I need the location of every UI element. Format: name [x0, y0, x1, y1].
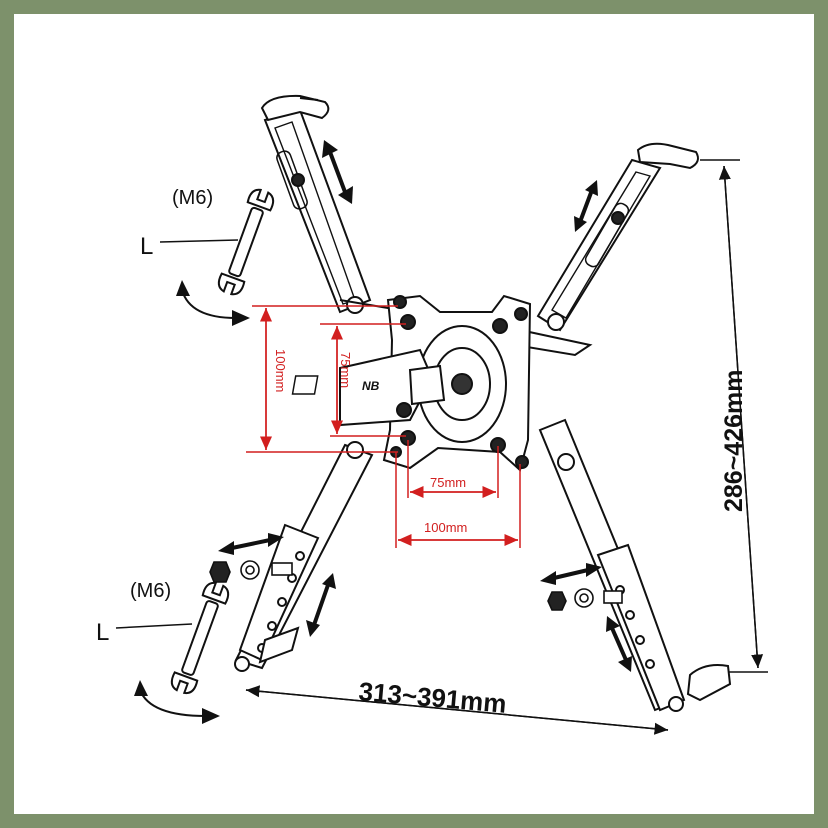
vesa-horizontal-small-label: 75mm	[430, 475, 466, 490]
arm-bottom-right	[538, 418, 732, 712]
wrench-size-bottom: (M6)	[130, 580, 171, 602]
wrench-icon	[217, 188, 275, 296]
brand-logo: NB	[291, 375, 380, 395]
wrench-label-top: L	[140, 233, 153, 260]
adjust-arrow-icon	[218, 533, 284, 555]
wrench-label-bottom: L	[96, 619, 109, 646]
vesa-horizontal-large-label: 100mm	[424, 520, 467, 535]
svg-text:NB: NB	[362, 379, 380, 393]
adjust-arrow-icon	[606, 616, 632, 672]
rotate-arrow-icon	[181, 289, 237, 319]
rotate-arrow-head	[202, 708, 220, 724]
adjust-arrow-icon	[574, 180, 598, 232]
adjust-arrow-icon	[540, 563, 602, 585]
wrench-icon	[170, 581, 230, 695]
arm-top-right	[513, 142, 699, 357]
leader-line	[115, 623, 193, 629]
vesa-vertical-small-label: 75mm	[338, 352, 353, 388]
width-dimension	[245, 685, 669, 735]
rotate-arrow-head	[176, 280, 190, 296]
bolt-icon	[547, 588, 623, 611]
vesa-vertical-large-label: 100mm	[273, 349, 288, 392]
adjust-arrow-icon	[306, 573, 336, 637]
vesa-plate	[339, 294, 532, 472]
wrench-size-top: (M6)	[172, 187, 213, 209]
rotate-arrow-icon	[139, 689, 207, 717]
height-dimension	[700, 159, 768, 673]
arm-top-left	[260, 94, 401, 314]
adjust-arrow-icon	[322, 140, 353, 204]
vesa-dimensions	[246, 305, 521, 548]
rotate-arrow-head	[232, 310, 250, 326]
rotate-arrow-head	[134, 680, 148, 696]
height-range-label: 286~426mm	[720, 370, 748, 512]
arm-bottom-left	[234, 441, 374, 672]
leader-line	[159, 239, 239, 243]
width-range-label: 313~391mm	[357, 676, 507, 719]
bolt-icon	[209, 560, 293, 583]
